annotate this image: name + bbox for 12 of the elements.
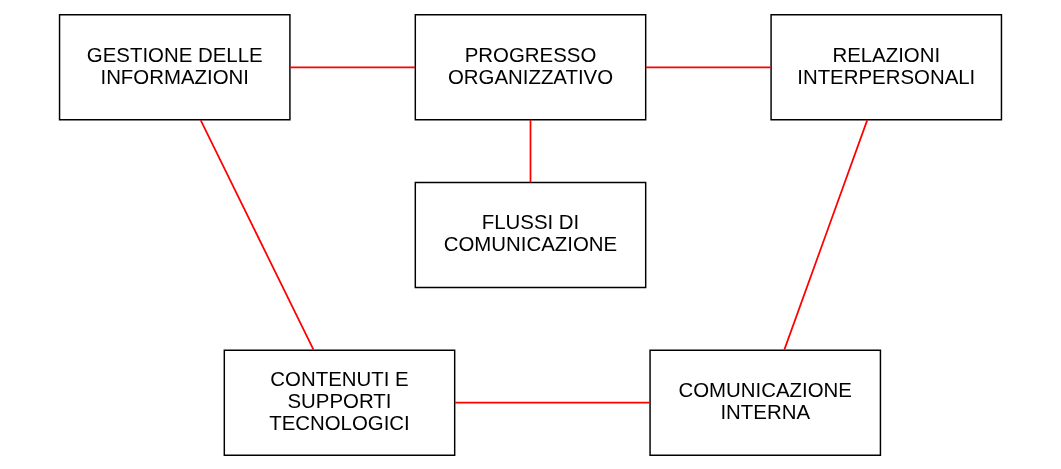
node-box: GESTIONE DELLE INFORMAZIONI (58, 13, 291, 121)
node-box: CONTENUTI E SUPPORTI TECNOLOGICI (223, 348, 456, 456)
node-box: PROGRESSO ORGANIZZATIVO (414, 13, 647, 121)
connector (199, 118, 315, 351)
node-box: RELAZIONI INTERPERSONALI (770, 13, 1003, 121)
node-box: COMUNICAZIONE INTERNA (649, 348, 882, 456)
connector (454, 401, 651, 404)
node-box: FLUSSI DI COMUNICAZIONE (414, 181, 647, 288)
connector (529, 118, 532, 183)
connector (783, 118, 869, 351)
connector (289, 65, 416, 68)
connector (644, 65, 772, 68)
